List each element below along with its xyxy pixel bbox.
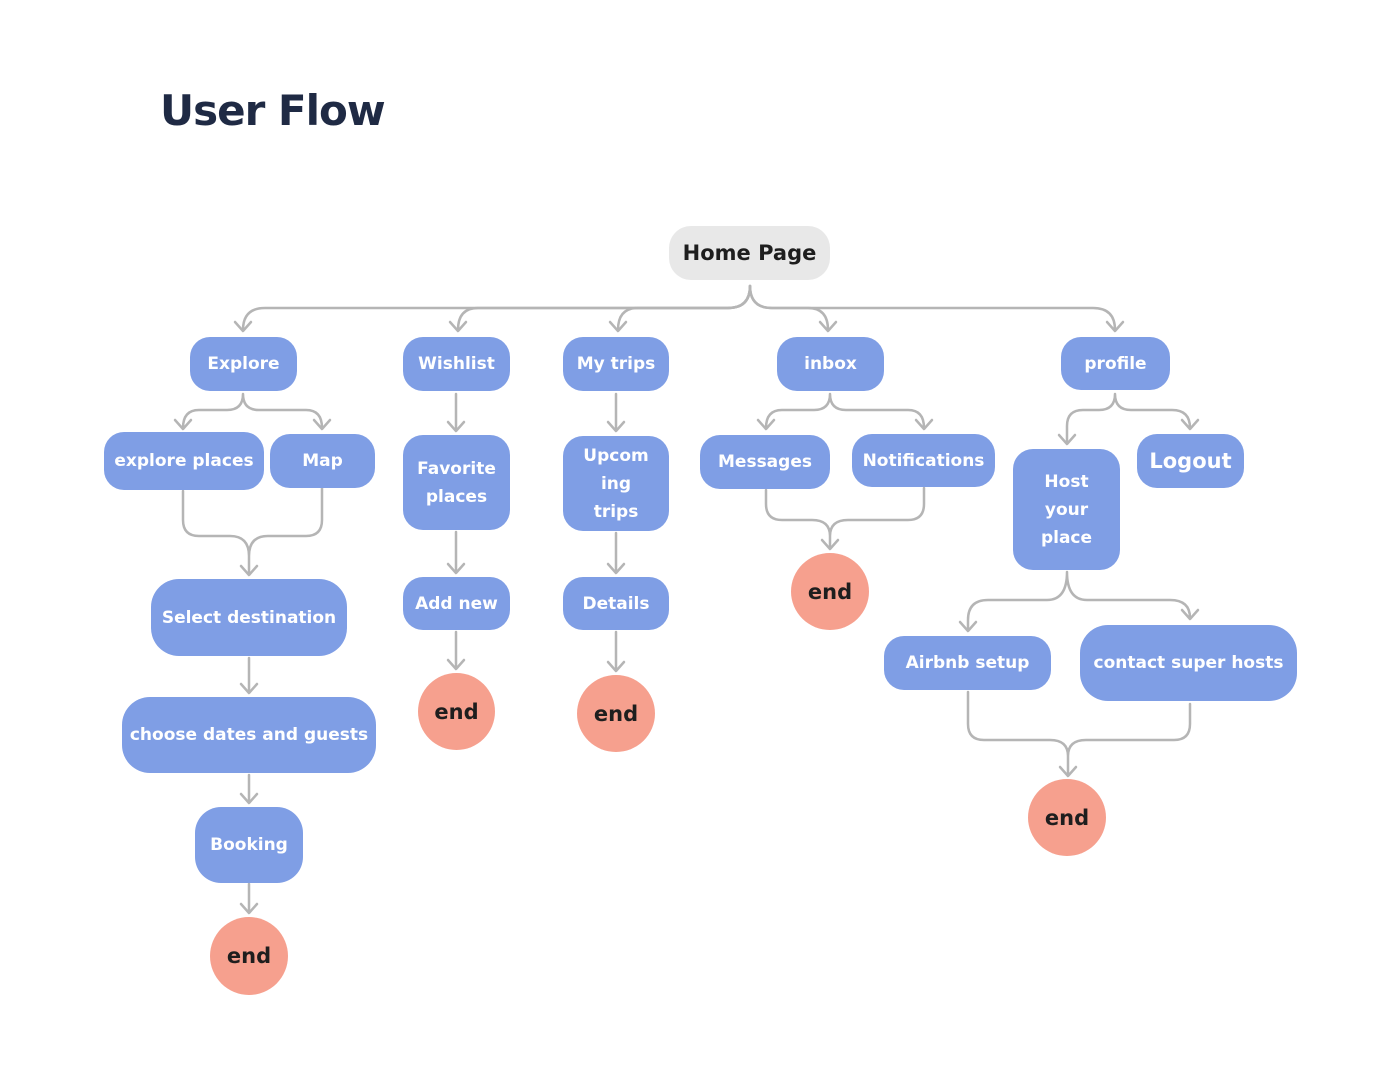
favorite-places-node[interactable]: Favorite places <box>403 435 510 530</box>
end-label: end <box>434 699 479 724</box>
end-label: end <box>593 701 639 726</box>
arrowhead <box>446 658 466 671</box>
end-node-inbox: end <box>791 553 869 630</box>
connector-merge-inbox-end <box>764 486 926 550</box>
airbnb-setup-node[interactable]: Airbnb setup <box>884 636 1051 690</box>
select-destination-node[interactable]: Select destination <box>151 579 347 656</box>
home-page-label: Home Page <box>682 241 817 265</box>
arrowhead <box>958 620 978 633</box>
favorite-places-label: Favorite places <box>417 458 496 507</box>
wishlist-node[interactable]: Wishlist <box>403 337 510 391</box>
booking-node[interactable]: Booking <box>195 807 303 883</box>
arrowhead <box>446 562 466 575</box>
contact-super-hosts-label: contact super hosts <box>1093 653 1284 673</box>
arrowhead <box>756 418 776 431</box>
arrowhead <box>239 792 259 805</box>
explore-places-label: explore places <box>114 451 254 471</box>
profile-label: profile <box>1084 353 1147 374</box>
inbox-node[interactable]: inbox <box>777 337 884 391</box>
arrowhead <box>1180 608 1200 621</box>
arrowhead <box>312 418 332 431</box>
upcoming-trips-label: Upcom ing trips <box>583 445 649 522</box>
arrowhead <box>914 418 934 431</box>
connector-home-mytrips <box>616 284 752 332</box>
arrowhead <box>820 538 840 551</box>
connector-host-split <box>966 570 1192 632</box>
end-node-explore: end <box>210 917 288 995</box>
connector-profile-split <box>1065 392 1192 445</box>
select-destination-label: Select destination <box>161 607 337 628</box>
logout-label: Logout <box>1149 449 1232 473</box>
contact-super-hosts-node[interactable]: contact super hosts <box>1080 625 1297 701</box>
page-title: User Flow <box>160 86 386 135</box>
arrowhead <box>1105 320 1125 333</box>
inbox-label: inbox <box>804 354 857 374</box>
connector-home-profile <box>748 284 1117 332</box>
wishlist-label: Wishlist <box>418 354 495 374</box>
end-label: end <box>226 944 272 968</box>
host-your-place-label: Host your place <box>1040 471 1093 548</box>
map-label: Map <box>302 451 343 471</box>
arrowhead <box>446 420 466 433</box>
arrowhead <box>818 320 838 333</box>
add-new-label: Add new <box>415 593 498 614</box>
choose-dates-label: choose dates and guests <box>129 725 369 745</box>
upcoming-trips-node[interactable]: Upcom ing trips <box>563 436 669 531</box>
explore-label: Explore <box>207 354 280 374</box>
arrowhead <box>239 682 259 695</box>
add-new-node[interactable]: Add new <box>403 577 510 630</box>
end-node-wishlist: end <box>418 673 495 750</box>
map-node[interactable]: Map <box>270 434 375 488</box>
arrowhead <box>173 418 193 431</box>
end-node-my-trips: end <box>577 675 655 752</box>
end-label: end <box>807 579 853 604</box>
profile-node[interactable]: profile <box>1061 337 1170 390</box>
arrowhead <box>606 562 626 575</box>
arrowhead <box>448 320 468 333</box>
end-node-profile: end <box>1028 779 1106 856</box>
arrowhead <box>233 320 253 333</box>
messages-label: Messages <box>718 452 812 472</box>
connector-inbox-split <box>764 392 926 430</box>
airbnb-setup-label: Airbnb setup <box>905 653 1030 673</box>
logout-node[interactable]: Logout <box>1137 434 1244 488</box>
explore-places-node[interactable]: explore places <box>104 432 264 490</box>
arrowhead <box>606 660 626 673</box>
connector-explore-split <box>181 392 324 430</box>
messages-node[interactable]: Messages <box>700 435 830 489</box>
host-your-place-node[interactable]: Host your place <box>1013 449 1120 570</box>
end-label: end <box>1044 805 1090 830</box>
connector-merge-host-end <box>966 690 1192 777</box>
home-page-node[interactable]: Home Page <box>669 226 830 280</box>
connector-merge-select <box>181 486 324 576</box>
arrowhead <box>1058 765 1078 778</box>
notifications-label: Notifications <box>862 450 985 471</box>
details-node[interactable]: Details <box>563 577 669 630</box>
arrowhead <box>606 420 626 433</box>
arrowhead <box>1057 433 1077 446</box>
booking-label: Booking <box>210 835 288 855</box>
arrowhead <box>239 902 259 915</box>
arrowhead <box>608 320 628 333</box>
notifications-node[interactable]: Notifications <box>852 434 995 487</box>
my-trips-label: My trips <box>576 354 656 374</box>
arrowhead <box>1180 418 1200 431</box>
my-trips-node[interactable]: My trips <box>563 337 669 391</box>
explore-node[interactable]: Explore <box>190 337 297 391</box>
choose-dates-node[interactable]: choose dates and guests <box>122 697 376 773</box>
details-label: Details <box>582 593 650 614</box>
arrowhead <box>239 564 259 577</box>
